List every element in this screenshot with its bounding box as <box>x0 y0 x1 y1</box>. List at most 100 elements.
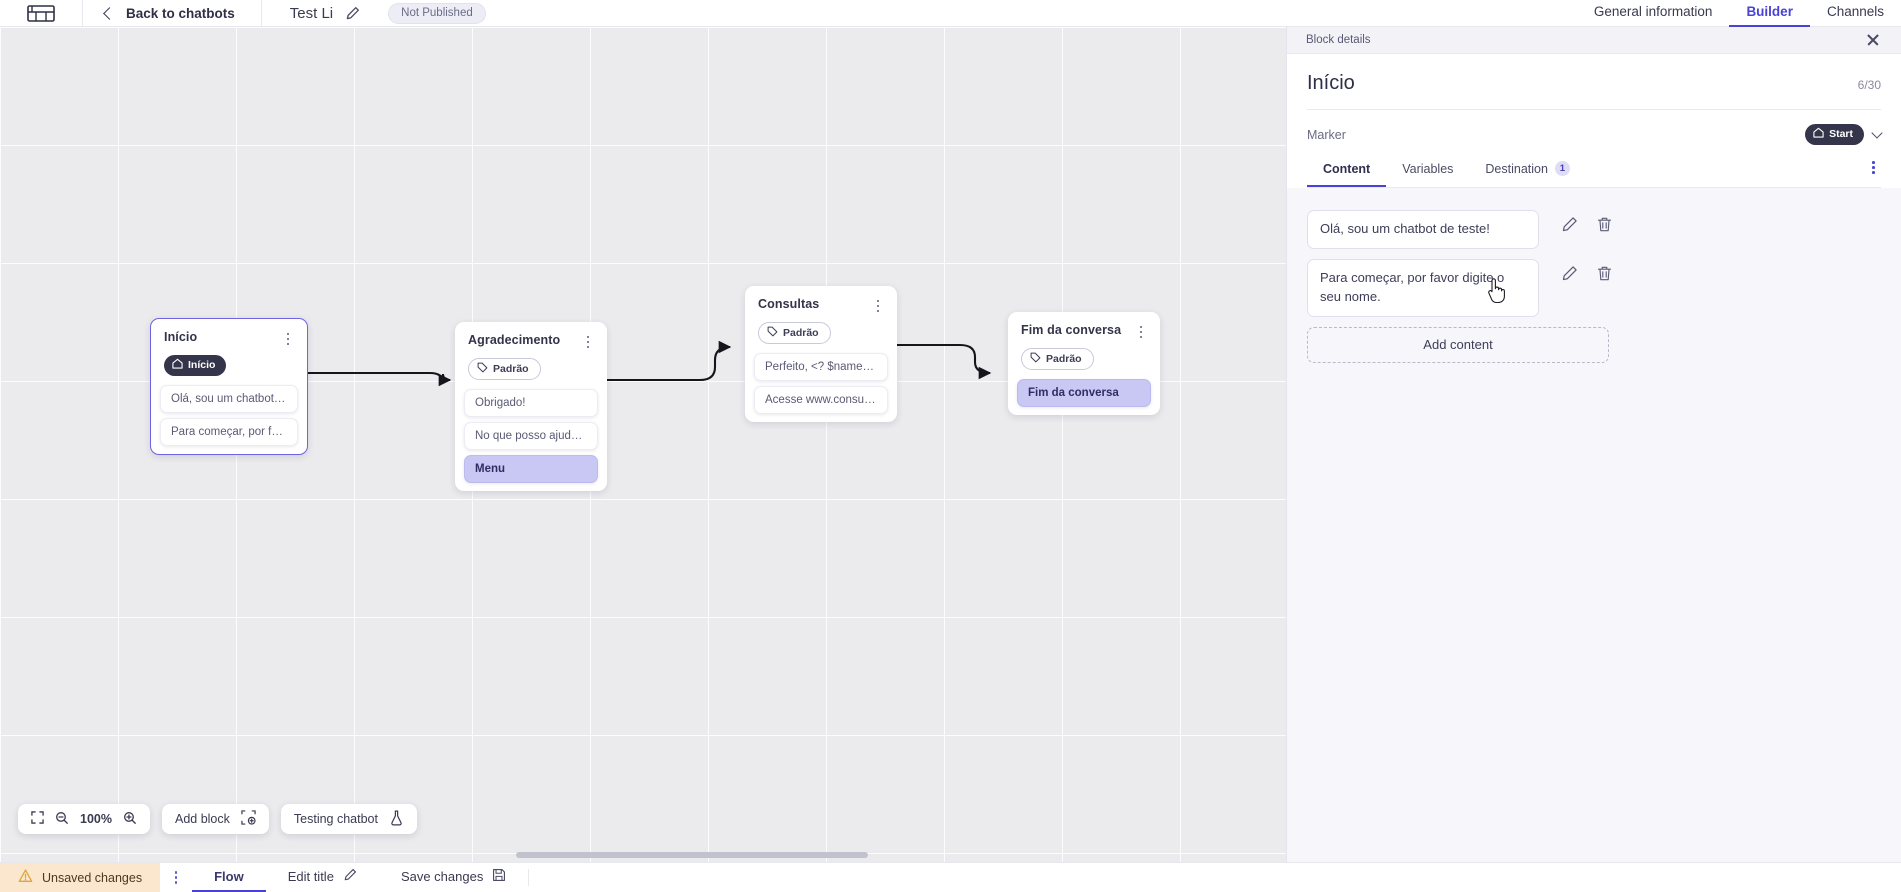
flask-icon <box>389 810 404 829</box>
kebab-menu-icon[interactable] <box>1134 323 1148 341</box>
panel-title-row: Início 6/30 <box>1307 54 1881 109</box>
flow-node-inicio[interactable]: Início Início Olá, sou um chatbot de tes… <box>150 318 308 455</box>
fit-screen-icon[interactable] <box>31 811 44 827</box>
panel-body: Início 6/30 Marker Start Content <box>1287 54 1901 188</box>
trash-icon[interactable] <box>1596 216 1613 233</box>
content-actions <box>1539 210 1613 233</box>
zoom-level: 100% <box>80 812 112 826</box>
node-message[interactable]: Acesse www.consultas.com par... <box>754 386 888 414</box>
block-details-panel: Block details Início 6/30 Marker Start <box>1286 27 1901 892</box>
pencil-icon[interactable] <box>345 6 360 21</box>
chevron-down-icon[interactable] <box>1871 127 1883 139</box>
add-block-button[interactable]: Add block <box>161 804 269 834</box>
node-header: Fim da conversa <box>1008 312 1160 341</box>
top-bar: Back to chatbots Test Li Not Published G… <box>0 0 1901 27</box>
panel-content-area: Olá, sou um chatbot de teste! Para começ… <box>1287 188 1901 892</box>
marker-value-badge[interactable]: Start <box>1805 124 1864 145</box>
kebab-menu-icon[interactable] <box>581 333 595 351</box>
top-tabs: General information Builder Channels <box>1577 0 1901 27</box>
divider <box>82 0 83 27</box>
kebab-menu-icon[interactable] <box>1866 161 1881 183</box>
node-marker-badge[interactable]: Padrão <box>1021 348 1094 370</box>
node-marker-badge[interactable]: Padrão <box>758 322 831 344</box>
tab-destination[interactable]: Destination 1 <box>1469 157 1586 187</box>
node-message[interactable]: Olá, sou um chatbot de teste! <box>160 385 298 413</box>
content-item: Para começar, por favor digite o seu nom… <box>1307 258 1881 317</box>
edit-title-button[interactable]: Edit title <box>266 863 379 892</box>
pencil-icon[interactable] <box>1561 216 1578 233</box>
tab-content-label: Content <box>1323 162 1371 176</box>
flow-node-consultas[interactable]: Consultas Padrão Perfeito, <? $name ?>! … <box>745 286 897 422</box>
panel-title: Início <box>1307 72 1355 94</box>
node-header: Agradecimento <box>455 322 607 351</box>
node-marker-badge[interactable]: Início <box>164 355 227 376</box>
add-block-label: Add block <box>174 812 230 826</box>
tab-general-information[interactable]: General information <box>1593 4 1713 19</box>
node-title: Fim da conversa <box>1021 323 1122 337</box>
panel-header-label: Block details <box>1306 34 1371 46</box>
node-marker-row: Padrão <box>745 315 897 348</box>
bot-title-group: Test Li Not Published <box>262 2 486 24</box>
node-message[interactable]: Obrigado! <box>464 389 598 417</box>
divider <box>1307 109 1881 110</box>
unsaved-changes-label: Unsaved changes <box>42 870 143 885</box>
tag-icon <box>1030 352 1041 366</box>
zoom-in-icon[interactable] <box>123 811 137 828</box>
content-actions <box>1539 259 1613 282</box>
node-message[interactable]: Fim da conversa <box>1017 379 1151 407</box>
app-logo-icon[interactable] <box>22 1 60 25</box>
flow-canvas[interactable]: Início Início Olá, sou um chatbot de tes… <box>0 27 1286 862</box>
tab-builder[interactable]: Builder <box>1729 4 1810 27</box>
marker-select[interactable]: Start <box>1805 124 1883 145</box>
save-changes-label: Save changes <box>400 869 484 884</box>
node-message[interactable]: No que posso ajudar, <? $name ... <box>464 422 598 450</box>
node-message[interactable]: Perfeito, <? $name ?>! <box>754 353 888 381</box>
flow-node-fim-da-conversa[interactable]: Fim da conversa Padrão Fim da conversa <box>1008 312 1160 415</box>
trash-icon[interactable] <box>1596 265 1613 282</box>
kebab-menu-icon[interactable] <box>871 297 885 315</box>
node-marker-label: Padrão <box>1046 352 1082 365</box>
panel-tabs: Content Variables Destination 1 <box>1307 157 1881 188</box>
home-icon <box>172 358 183 372</box>
tab-destination-label: Destination <box>1485 161 1548 176</box>
tab-destination-badge: 1 <box>1554 161 1570 176</box>
page-title: Test Li <box>289 4 334 22</box>
zoom-controls[interactable]: 100% <box>18 804 150 834</box>
content-item: Olá, sou um chatbot de teste! <box>1307 210 1881 249</box>
node-marker-row: Padrão <box>1008 341 1160 374</box>
save-changes-button[interactable]: Save changes <box>379 863 528 892</box>
node-marker-label: Padrão <box>783 326 819 339</box>
bottom-tab-flow[interactable]: Flow <box>192 863 266 892</box>
content-text[interactable]: Para começar, por favor digite o seu nom… <box>1307 258 1539 317</box>
add-content-button[interactable]: Add content <box>1307 326 1609 363</box>
marker-value: Start <box>1829 128 1853 140</box>
tab-channels[interactable]: Channels <box>1826 4 1884 19</box>
node-message[interactable]: Para começar, por favor digite o ... <box>160 418 298 446</box>
pencil-icon[interactable] <box>1561 265 1578 282</box>
node-marker-label: Início <box>188 359 216 371</box>
pencil-icon <box>343 868 357 885</box>
kebab-menu-icon[interactable] <box>160 863 192 892</box>
testing-chatbot-button[interactable]: Testing chatbot <box>280 804 417 834</box>
divider <box>260 0 262 27</box>
back-to-chatbots-button[interactable]: Back to chatbots <box>83 0 261 27</box>
kebab-menu-icon[interactable] <box>281 330 295 348</box>
tab-variables[interactable]: Variables <box>1386 158 1469 187</box>
flow-node-agradecimento[interactable]: Agradecimento Padrão Obrigado! No que po… <box>455 322 607 491</box>
edit-title-label: Edit title <box>287 869 334 884</box>
status-badge: Not Published <box>388 2 486 24</box>
horizontal-scrollbar[interactable] <box>0 852 1286 859</box>
tab-variables-label: Variables <box>1402 162 1454 176</box>
tag-icon <box>767 326 778 340</box>
scrollbar-thumb[interactable] <box>516 852 868 858</box>
node-marker-badge[interactable]: Padrão <box>468 358 541 380</box>
close-icon[interactable] <box>1865 32 1881 48</box>
save-disk-icon <box>492 868 506 885</box>
node-message-menu[interactable]: Menu <box>464 455 598 483</box>
zoom-out-icon[interactable] <box>55 811 69 828</box>
canvas-toolbar: 100% Add block Testing chatbot <box>18 804 417 834</box>
tab-content[interactable]: Content <box>1307 158 1387 187</box>
marker-row: Marker Start <box>1307 110 1883 157</box>
content-text[interactable]: Olá, sou um chatbot de teste! <box>1307 210 1539 249</box>
node-title: Agradecimento <box>468 333 561 347</box>
